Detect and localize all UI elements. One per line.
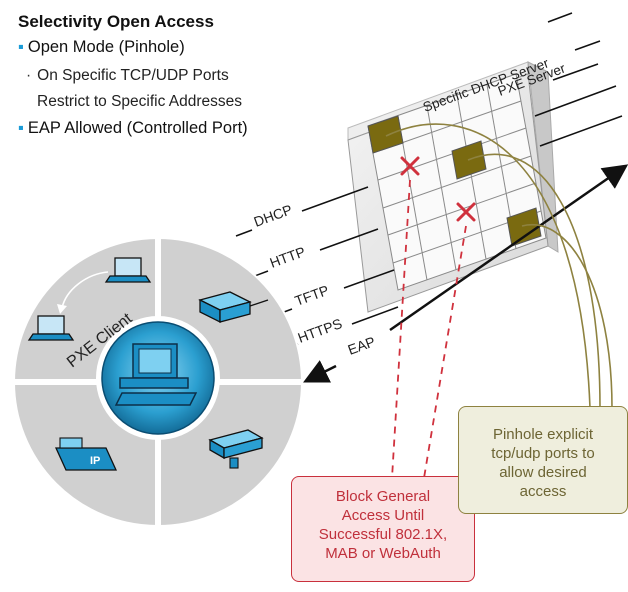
pinhole-callout-line: tcp/udp ports to [491,445,595,462]
laptop-icon [104,257,152,283]
protocol-dhcp-label: DHCP [252,201,295,230]
protocol-tftp-label: TFTP [293,282,331,309]
bullet-open-mode: ▪Open Mode (Pinhole) [18,38,185,57]
eap-arrow-right [389,164,628,332]
pinhole-callout: Pinhole explicit tcp/udp ports to allow … [458,406,628,514]
protocol-lines [235,186,399,351]
server-lines [534,12,623,147]
bullet-sub-addresses: Restrict to Specific Addresses [37,93,242,111]
bullet-square-icon: ▪ [18,119,24,137]
block-callout-line: Access Until [341,507,425,524]
block-callout-line: MAB or WebAuth [325,545,441,562]
bullet-dot-icon: · [26,67,32,84]
firewall-wall [347,61,559,313]
pinhole-curves [385,123,613,409]
protocol-eap-label: EAP [346,333,378,358]
protocol-http-label: HTTP [268,243,308,271]
bullet-sub-ports: · On Specific TCP/UDP Ports [26,67,229,85]
block-dashed-lines [391,179,467,479]
bullet-square-icon: ▪ [18,38,24,56]
open-port-tftp [506,207,542,247]
bullet-eap-text: EAP Allowed (Controlled Port) [27,119,248,137]
pinhole-callout-line: Pinhole explicit [492,426,594,443]
block-access-callout: Block General Access Until Successful 80… [291,476,475,582]
ip-phone-icon: IP [54,437,118,471]
diagram-title: Selectivity Open Access [18,12,214,31]
blocked-port-x-icon [400,156,420,176]
block-callout-line: Successful 802.1X, [318,526,448,543]
ip-phone-label: IP [90,455,100,467]
open-port-dhcp [367,115,404,154]
printer-icon [198,291,269,324]
bullet-sub-ports-text: On Specific TCP/UDP Ports [37,67,229,84]
transfer-arrow-icon [61,271,109,309]
protocol-https-label: HTTPS [296,315,345,346]
desktop-computer-icon [114,343,198,406]
bullet-eap: ▪EAP Allowed (Controlled Port) [18,119,248,138]
blocked-port-x-icon [456,202,476,222]
video-camera-icon [208,429,264,469]
pinhole-callout-line: allow desired [499,464,587,481]
block-callout-line: Block General [335,488,431,505]
port-grid [367,73,547,291]
transfer-arrowhead-icon [57,304,67,314]
pinhole-callout-line: access [519,483,567,500]
bullet-open-mode-text: Open Mode (Pinhole) [27,38,185,56]
bullet-sub-addresses-text: Restrict to Specific Addresses [37,93,243,110]
eap-arrow-left [303,360,337,383]
laptop-icon [27,315,75,341]
